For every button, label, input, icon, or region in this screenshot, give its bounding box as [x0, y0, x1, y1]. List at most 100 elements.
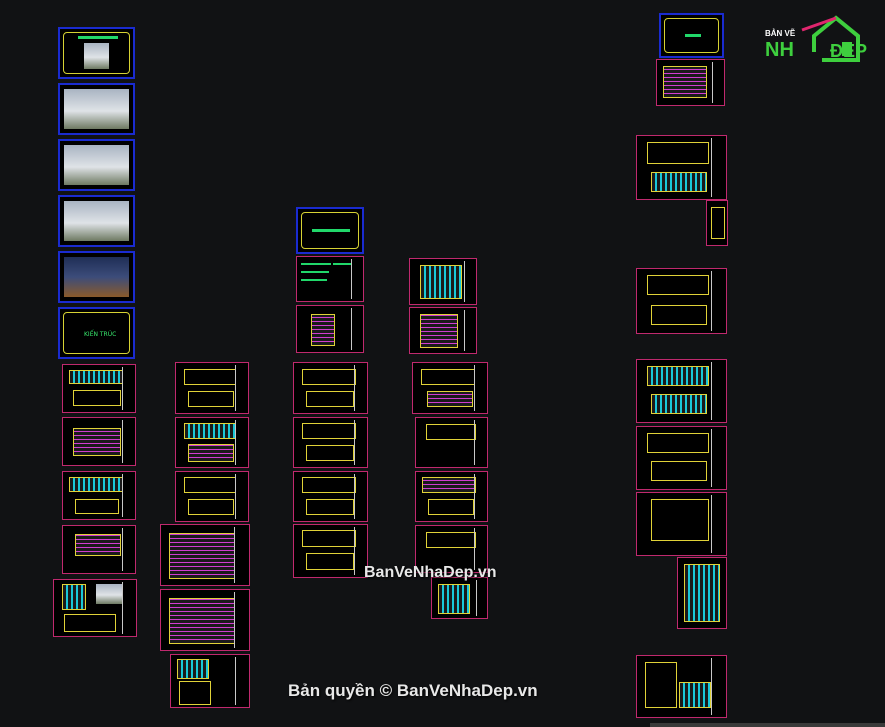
plan-sheet-c5-5[interactable] [636, 359, 727, 423]
title-block [353, 527, 365, 575]
render-sheet-2[interactable] [58, 139, 135, 191]
title-block [473, 365, 485, 411]
section-drawing [169, 598, 235, 644]
mep-detail-drawing [711, 207, 725, 239]
riser-sheet-c5-8[interactable] [677, 557, 727, 629]
plan-sheet-c2-1[interactable] [175, 362, 249, 414]
section-sheet-c2-5[interactable] [160, 589, 250, 651]
brand-logo: BẢN VẼ NH ĐEP [762, 12, 874, 64]
title-block [710, 429, 724, 487]
title-block [234, 365, 246, 411]
stair-sheet-c2-6[interactable] [170, 654, 250, 708]
plan-sheet-c4-5[interactable] [415, 471, 488, 522]
floor-plan-drawing [184, 423, 236, 439]
elevation-sheet-c1-2[interactable] [62, 417, 136, 466]
title-block [476, 580, 485, 616]
mep-plan-drawing [647, 433, 709, 453]
title-block [121, 367, 133, 410]
section-cover-architecture[interactable]: KIẾN TRÚC [58, 307, 135, 359]
section-cover-structure[interactable] [296, 207, 364, 254]
sheet-frame [301, 212, 359, 249]
house-render-image [84, 43, 109, 69]
section-title: KIẾN TRÚC [84, 331, 117, 338]
section-drawing [169, 533, 235, 579]
floor-plan-drawing [73, 390, 121, 406]
plan-sheet-c3-4[interactable] [293, 417, 368, 468]
detail-drawing [62, 584, 86, 610]
plumbing-plan-drawing [426, 424, 476, 440]
detail-drawing [64, 614, 116, 632]
detail-sheet-c4-7[interactable] [431, 577, 488, 619]
plan-sheet-c1-1[interactable] [62, 364, 136, 413]
plan-sheet-c1-3[interactable] [62, 471, 136, 520]
house-render-image [64, 145, 129, 185]
sheet-frame [63, 32, 130, 74]
render-sheet-1[interactable] [58, 83, 135, 135]
plan-sheet-c5-7[interactable] [636, 492, 727, 556]
title-block [234, 420, 246, 465]
section-cover-mep[interactable] [659, 13, 724, 58]
notes-sheet-c3-1[interactable] [296, 256, 364, 302]
title-block [353, 365, 365, 411]
floor-plan-drawing [302, 530, 356, 547]
mep-plan-drawing [651, 172, 707, 192]
plan-sheet-c4-3[interactable] [412, 362, 488, 414]
legend-drawing [420, 265, 462, 299]
plan-sheet-c4-6[interactable] [415, 525, 488, 573]
section-sheet-c2-4[interactable] [160, 524, 250, 586]
notes-text [301, 271, 329, 273]
electrical-plan-drawing [421, 369, 475, 385]
logo-small-text: BẢN VẼ [765, 29, 796, 38]
title-block [710, 138, 724, 197]
render-sheet-4[interactable] [58, 251, 135, 303]
floor-plan-drawing [302, 423, 356, 439]
house-icon [801, 15, 860, 62]
plan-sheet-c2-3[interactable] [175, 471, 249, 522]
plumbing-plan-drawing [426, 532, 476, 548]
detail-sheet-c5-3[interactable] [706, 200, 728, 246]
mep-plan-drawing [647, 366, 709, 386]
riser-diagram-drawing [684, 564, 720, 622]
title-block [121, 420, 133, 463]
elevation-sheet-c1-4[interactable] [62, 525, 136, 574]
plan-sheet-c5-4[interactable] [636, 268, 727, 334]
detail-sheet-c1-5[interactable] [53, 579, 137, 637]
plan-sheet-c5-2[interactable] [636, 135, 727, 200]
plan-sheet-c2-2[interactable] [175, 417, 249, 468]
title-block [474, 420, 485, 465]
plan-sheet-c4-4[interactable] [415, 417, 488, 468]
electrical-plan-drawing [427, 391, 473, 407]
legend-sheet-c4-1[interactable] [409, 258, 477, 305]
cover-sheet-title[interactable] [58, 27, 135, 79]
title-block [474, 528, 485, 570]
plan-sheet-c3-5[interactable] [293, 471, 368, 522]
logo-text-right: ĐEP [830, 41, 868, 61]
notes-text [301, 279, 327, 281]
floor-plan-drawing [188, 499, 234, 515]
mep-plan-drawing [647, 275, 709, 295]
detail-sheet-c5-9[interactable] [636, 655, 727, 718]
title-block [710, 362, 724, 420]
title-block [710, 271, 724, 331]
mep-plan-drawing [651, 499, 709, 541]
render-sheet-3[interactable] [58, 195, 135, 247]
elevation-drawing [73, 428, 121, 456]
title-bar [78, 36, 118, 39]
title-block [121, 474, 133, 517]
symbols-sheet-c5-1[interactable] [656, 59, 725, 106]
plan-sheet-c3-6[interactable] [293, 524, 368, 578]
title-block [121, 582, 134, 634]
house-night-render-image [64, 257, 129, 297]
floor-plan-drawing [69, 477, 123, 492]
detail-sheet-c3-2[interactable] [296, 305, 364, 353]
diagram-sheet-c4-2[interactable] [409, 307, 477, 354]
plan-sheet-c5-6[interactable] [636, 426, 727, 490]
horizontal-scrollbar[interactable] [650, 723, 885, 727]
title-block [463, 310, 474, 351]
title-block [350, 308, 361, 350]
title-block [711, 62, 722, 103]
title-block [233, 592, 247, 648]
floor-plan-drawing [184, 369, 236, 385]
plan-sheet-c3-3[interactable] [293, 362, 368, 414]
floor-plan-drawing [184, 477, 236, 493]
